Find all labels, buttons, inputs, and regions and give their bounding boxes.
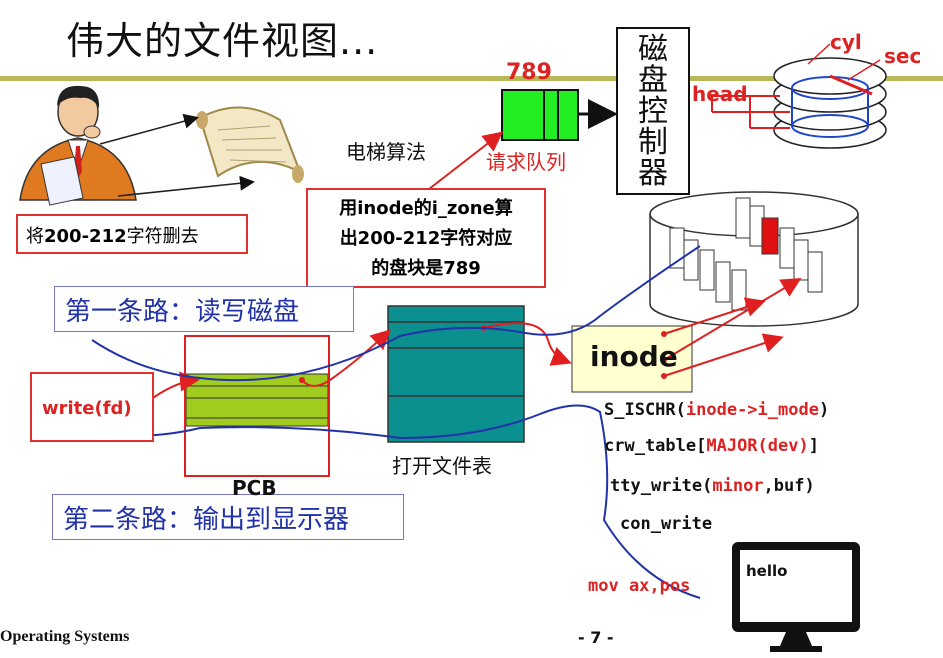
page-title: 伟大的文件视图... — [66, 19, 379, 63]
write-call-box: write(fd) — [30, 372, 154, 442]
inode-box — [571, 325, 693, 393]
scroll-document-icon — [196, 106, 304, 183]
footer-course: Operating Systems — [0, 628, 130, 645]
pcb-frame — [184, 335, 330, 477]
disk-platter-icon — [711, 43, 887, 149]
open-file-table-label: 打开文件表 — [392, 454, 492, 478]
person-icon — [19, 85, 137, 206]
cyl-label: cyl — [830, 30, 862, 54]
write-call-label: write(fd) — [42, 398, 132, 419]
path1-label: 第一条路：读写磁盘 — [65, 297, 300, 327]
path1-label-box: 第一条路：读写磁盘 — [54, 286, 354, 332]
delete-action-box: 将200-212字符删去 — [16, 214, 248, 254]
inode-calc-line2: 出200-212字符对应 — [339, 228, 513, 249]
title-divider — [0, 76, 943, 81]
code-line-crw-table: crw_table[MAJOR(dev)] — [604, 436, 819, 456]
delete-suffix: 字符删去 — [126, 226, 199, 247]
pcb-table — [185, 373, 329, 427]
monitor-text: hello — [746, 562, 788, 580]
path1-trace — [91, 245, 701, 382]
inode-calc-box: 用inode的i_zone算 出200-212字符对应 的盘块是789 — [306, 188, 546, 288]
path2-label: 第二条路：输出到显示器 — [63, 505, 350, 535]
request-queue-label: 请求队列 — [486, 150, 566, 174]
code-line-mov: mov ax,pos — [588, 576, 691, 596]
path2-trace — [95, 404, 701, 599]
open-file-table — [387, 305, 525, 443]
request-queue-graphic — [501, 89, 579, 141]
code-line-tty-write: tty_write(minor,buf) — [610, 476, 815, 496]
footer-page-number: - 7 - — [578, 628, 614, 647]
delete-range: 200-212 — [44, 226, 127, 247]
sec-label: sec — [884, 44, 922, 68]
head-label: head — [692, 82, 748, 106]
code-line-s-ischr: S_ISCHR(inode->i_mode) — [604, 400, 830, 420]
monitor-icon — [732, 542, 860, 652]
request-queue-number: 789 — [506, 60, 552, 85]
inode-calc-line3: 的盘块是789 — [371, 258, 481, 279]
inode-calc-line1: 用inode的i_zone算 — [339, 198, 513, 219]
disk-controller-label: 磁盘控制器 — [638, 32, 668, 191]
inode-label: inode — [590, 340, 678, 373]
elevator-label: 电梯算法 — [346, 140, 426, 164]
disk-storage-icon — [649, 191, 859, 327]
delete-prefix: 将 — [26, 226, 44, 247]
code-line-con-write: con_write — [620, 514, 713, 534]
path2-label-box: 第二条路：输出到显示器 — [52, 494, 404, 540]
disk-controller-box — [616, 27, 690, 195]
pcb-label: PCB — [232, 476, 277, 500]
